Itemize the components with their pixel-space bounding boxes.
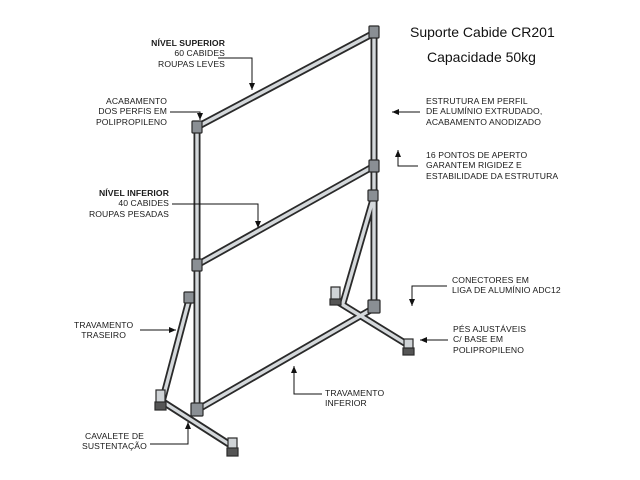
product-name: Suporte Cabide CR201 (410, 24, 555, 40)
lower-level-heading: NÍVEL INFERIOR (99, 188, 169, 198)
feet-line2: C/ BASE EM (453, 334, 504, 345)
finish-line2: DOS PERFIS EM (98, 106, 167, 117)
adjustable-feet (154, 286, 415, 457)
base-stand-line1: CAVALETE DE (84, 431, 144, 441)
rear-brace-line1: TRAVAMENTO (74, 320, 134, 330)
connectors-line2: LIGA DE ALUMÍNIO ADC12 (452, 285, 561, 296)
rear-brace-line2: TRASEIRO (81, 330, 126, 341)
clamp-points-line1: 16 PONTOS DE APERTO (426, 150, 528, 160)
callout-bottom-brace: TRAVAMENTO INFERIOR (325, 388, 384, 409)
connector-joints (183, 25, 381, 417)
feet-line1: PÉS AJUSTÁVEIS (453, 324, 527, 334)
finish-line1: ACABAMENTO (105, 96, 167, 106)
upper-level-heading: NÍVEL SUPERIOR (151, 38, 225, 48)
callout-lower-level: NÍVEL INFERIOR 40 CABIDES ROUPAS PESADAS (89, 188, 169, 219)
finish-line3: POLIPROPILENO (95, 116, 167, 127)
callout-base-stand: CAVALETE DE SUSTENTAÇÃO (82, 431, 147, 452)
capacity-title: Capacidade 50kg (427, 49, 536, 65)
capacity-text: Capacidade 50kg (427, 49, 536, 65)
lower-level-line2: ROUPAS PESADAS (88, 208, 169, 219)
clamp-points-line2: GARANTEM RIGIDEZ E (426, 160, 522, 171)
callout-feet: PÉS AJUSTÁVEIS C/ BASE EM POLIPROPILENO (453, 324, 526, 355)
structure-line1: ESTRUTURA EM PERFIL (426, 96, 528, 106)
structure-line2: DE ALUMÍNIO EXTRUDADO, (426, 106, 543, 117)
callout-clamp-points: 16 PONTOS DE APERTO GARANTEM RIGIDEZ E E… (426, 150, 558, 181)
connectors-line1: CONECTORES EM (452, 275, 530, 285)
upper-level-line2: ROUPAS LEVES (158, 58, 225, 69)
aluminum-frame (156, 29, 412, 450)
bottom-brace-line2: INFERIOR (325, 398, 367, 409)
callout-arrows (140, 57, 448, 445)
callout-connectors: CONECTORES EM LIGA DE ALUMÍNIO ADC12 (452, 275, 561, 296)
product-title: Suporte Cabide CR201 (410, 24, 555, 40)
bottom-brace-line1: TRAVAMENTO (325, 388, 385, 398)
upper-level-line1: 60 CABIDES (174, 48, 225, 59)
structure-line3: ACABAMENTO ANODIZADO (426, 116, 542, 127)
callout-rear-brace: TRAVAMENTO TRASEIRO (74, 320, 133, 341)
callout-upper-level: NÍVEL SUPERIOR 60 CABIDES ROUPAS LEVES (151, 38, 225, 69)
feet-line3: POLIPROPILENO (453, 344, 525, 355)
clamp-points-line3: ESTABILIDADE DA ESTRUTURA (426, 170, 559, 181)
base-stand-line2: SUSTENTAÇÃO (82, 441, 147, 452)
callout-finish: ACABAMENTO DOS PERFIS EM POLIPROPILENO (96, 96, 167, 127)
callout-structure: ESTRUTURA EM PERFIL DE ALUMÍNIO EXTRUDAD… (426, 96, 542, 127)
lower-level-line1: 40 CABIDES (118, 198, 169, 209)
